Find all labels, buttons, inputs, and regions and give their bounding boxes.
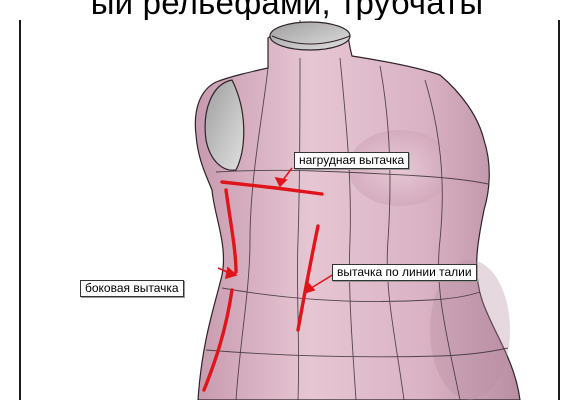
waist-dart-label: вытачка по линии талии — [332, 264, 477, 281]
bust-dart-label: нагрудная вытачка — [294, 152, 409, 169]
hip-shadow — [430, 260, 510, 400]
side-dart-label: боковая вытачка — [80, 280, 184, 297]
neck-cap — [270, 22, 350, 50]
